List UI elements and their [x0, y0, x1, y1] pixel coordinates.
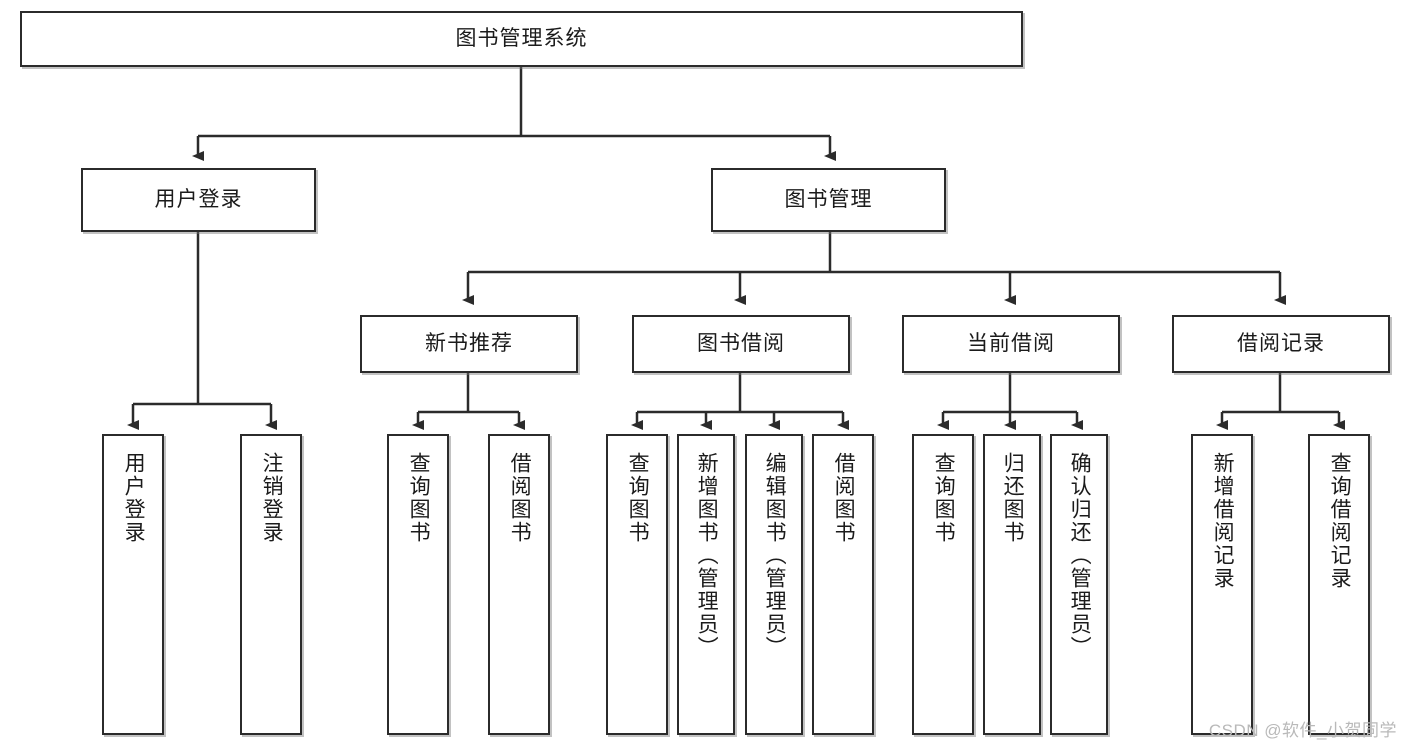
node-book-borrow[interactable]: 图书借阅: [632, 315, 850, 373]
node-label: 图书管理系统: [455, 27, 588, 51]
node-label: 注销登录: [260, 452, 284, 544]
node-current-borrow[interactable]: 当前借阅: [902, 315, 1120, 373]
node-label: 查询借阅记录: [1328, 452, 1352, 590]
node-label: 图书借阅: [697, 332, 785, 356]
node-user-login[interactable]: 用户登录: [81, 168, 316, 232]
leaf-borrow-book-recommend[interactable]: 借阅图书: [488, 434, 550, 735]
node-label: 新增借阅记录: [1211, 452, 1235, 590]
watermark: CSDN @软件_小贺同学: [1208, 721, 1397, 740]
node-new-book-recommend[interactable]: 新书推荐: [360, 315, 578, 373]
leaf-edit-book-admin[interactable]: 编辑图书（管理员）: [745, 434, 803, 735]
node-label: 编辑图书（管理员）: [763, 452, 787, 659]
leaf-user-login[interactable]: 用户登录: [102, 434, 164, 735]
leaf-borrow-book[interactable]: 借阅图书: [812, 434, 874, 735]
leaf-query-book-borrow[interactable]: 查询图书: [606, 434, 668, 735]
node-label: 用户登录: [122, 452, 146, 544]
leaf-query-book-current[interactable]: 查询图书: [912, 434, 974, 735]
node-label: 图书管理: [784, 188, 873, 212]
node-label: 查询图书: [407, 452, 431, 544]
leaf-return-book[interactable]: 归还图书: [983, 434, 1041, 735]
node-label: 归还图书: [1001, 452, 1025, 544]
node-label: 新增图书（管理员）: [695, 452, 719, 659]
leaf-query-borrow-record[interactable]: 查询借阅记录: [1308, 434, 1370, 735]
node-label: 确认归还（管理员）: [1068, 452, 1092, 659]
node-label: 新书推荐: [425, 332, 513, 356]
node-label: 借阅图书: [832, 452, 856, 544]
node-label: 查询图书: [626, 452, 650, 544]
leaf-logout[interactable]: 注销登录: [240, 434, 302, 735]
leaf-confirm-return-admin[interactable]: 确认归还（管理员）: [1050, 434, 1108, 735]
node-borrow-record[interactable]: 借阅记录: [1172, 315, 1390, 373]
node-root-book-management-system[interactable]: 图书管理系统: [20, 11, 1023, 67]
leaf-add-book-admin[interactable]: 新增图书（管理员）: [677, 434, 735, 735]
node-label: 查询图书: [932, 452, 956, 544]
leaf-add-borrow-record[interactable]: 新增借阅记录: [1191, 434, 1253, 735]
node-label: 用户登录: [154, 188, 243, 212]
node-label: 借阅图书: [508, 452, 532, 544]
node-book-management[interactable]: 图书管理: [711, 168, 946, 232]
node-label: 当前借阅: [967, 332, 1055, 356]
leaf-query-book-recommend[interactable]: 查询图书: [387, 434, 449, 735]
node-label: 借阅记录: [1237, 332, 1325, 356]
